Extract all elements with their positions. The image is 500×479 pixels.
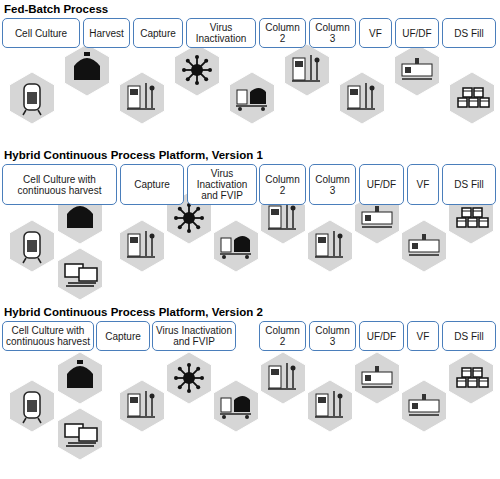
process-step-box: Column 2 <box>259 18 306 48</box>
step-label: UF/DF <box>402 28 431 39</box>
step-label: Harvest <box>89 28 123 39</box>
process-step-box: VF <box>359 18 392 48</box>
process-step-box: UF/DF <box>359 321 404 351</box>
process-step-box: Column 2 <box>259 321 306 351</box>
step-label: VF <box>417 179 430 190</box>
process-step-box: Capture <box>96 321 150 351</box>
process-step-box: DS Fill <box>442 18 496 48</box>
process-step-box: DS Fill <box>442 164 496 205</box>
step-label: Column 2 <box>263 174 302 196</box>
step-label: Column 3 <box>313 22 352 44</box>
process-step-box: Virus Inactivation and FVIP <box>187 164 257 205</box>
process-step-box: VF <box>407 164 439 205</box>
process-step-box: Virus Inactivation <box>186 18 256 48</box>
section-title: Hybrid Continuous Process Platform, Vers… <box>4 149 263 161</box>
step-label: Capture <box>134 179 170 190</box>
step-label: Column 2 <box>263 22 302 44</box>
step-label: Cell Culture <box>15 28 67 39</box>
process-step-box: Column 3 <box>309 321 356 351</box>
process-step-box: DS Fill <box>442 321 496 351</box>
step-label: Virus Inactivation <box>190 22 252 44</box>
process-step-box: Harvest <box>83 18 130 48</box>
step-label: VF <box>417 331 430 342</box>
process-step-box: Virus Inactivation and FVIP <box>152 321 236 351</box>
process-step-box: Column 2 <box>259 164 306 205</box>
step-label: Column 3 <box>313 325 352 347</box>
process-step-box: Capture <box>133 18 183 48</box>
section-title: Fed-Batch Process <box>4 3 108 15</box>
step-label: UF/DF <box>367 179 396 190</box>
process-step-box: UF/DF <box>359 164 404 205</box>
process-step-box: Column 3 <box>309 18 356 48</box>
step-label: Capture <box>105 331 141 342</box>
step-label: DS Fill <box>454 331 483 342</box>
process-step-box: Column 3 <box>309 164 356 205</box>
process-step-box: Capture <box>120 164 184 205</box>
process-step-box: VF <box>407 321 439 351</box>
step-label: Column 3 <box>313 174 352 196</box>
step-label: Column 2 <box>263 325 302 347</box>
process-step-box: Cell Culture <box>2 18 80 48</box>
process-step-box: Cell Culture with continuous harvest <box>2 321 94 351</box>
step-label: Capture <box>140 28 176 39</box>
process-step-box: UF/DF <box>395 18 439 48</box>
step-label: Cell Culture with continuous harvest <box>6 174 113 196</box>
step-label: Virus Inactivation and FVIP <box>156 325 232 347</box>
process-step-box: Cell Culture with continuous harvest <box>2 164 117 205</box>
step-label: DS Fill <box>454 179 483 190</box>
step-label: DS Fill <box>454 28 483 39</box>
step-label: Virus Inactivation and FVIP <box>191 168 253 201</box>
section-title: Hybrid Continuous Process Platform, Vers… <box>4 306 263 318</box>
step-label: UF/DF <box>367 331 396 342</box>
step-label: VF <box>369 28 382 39</box>
step-label: Cell Culture with continuous harvest <box>6 325 90 347</box>
